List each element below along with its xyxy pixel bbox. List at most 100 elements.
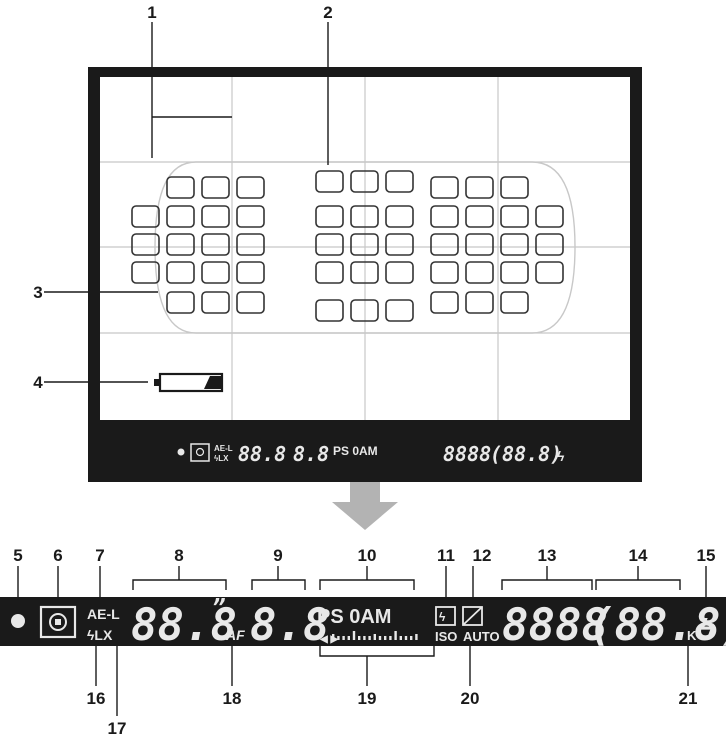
af-point bbox=[465, 205, 494, 228]
mini-flash-lock-label: ϟLX bbox=[214, 454, 229, 463]
af-point bbox=[385, 233, 414, 256]
callout-1: 1 bbox=[147, 3, 156, 22]
exposure-tick bbox=[358, 636, 361, 640]
callout-11: 11 bbox=[437, 546, 455, 565]
af-point bbox=[500, 261, 529, 284]
exposure-tick bbox=[410, 636, 413, 640]
detail-callout-lines bbox=[17, 566, 707, 716]
info-display-strip bbox=[0, 597, 726, 646]
af-indicator-label: AF bbox=[225, 627, 245, 643]
aperture-digits: 8.8 bbox=[250, 600, 329, 651]
callout-19: 19 bbox=[358, 689, 377, 708]
exposure-tick bbox=[394, 631, 397, 640]
callout-14: 14 bbox=[629, 546, 648, 565]
callout-13: 13 bbox=[538, 546, 557, 565]
af-point bbox=[350, 170, 379, 193]
af-point bbox=[385, 299, 414, 322]
iso-label: ISO bbox=[435, 629, 457, 644]
exposure-bar-ticks bbox=[332, 631, 418, 640]
exposure-tick bbox=[363, 636, 366, 640]
exposure-tick bbox=[373, 634, 376, 640]
af-point bbox=[350, 299, 379, 322]
viewfinder-info-strip: AE-L ϟLX 88.8 8.8 PS 0AM 8888 (88.8) ϟ bbox=[177, 442, 565, 466]
exposure-tick bbox=[368, 636, 371, 640]
af-point bbox=[430, 233, 459, 256]
exposure-mode-letters: PS 0AM bbox=[317, 606, 391, 628]
matrix-metering-icon bbox=[39, 605, 77, 639]
exposure-tick bbox=[378, 636, 382, 640]
exposure-tick bbox=[352, 631, 356, 640]
af-point bbox=[315, 299, 344, 322]
callout-12: 12 bbox=[473, 546, 492, 565]
af-point bbox=[201, 205, 230, 228]
callout-4: 4 bbox=[33, 373, 43, 392]
af-point bbox=[201, 261, 230, 284]
flash-comp-glyph: ϟ bbox=[439, 610, 446, 624]
exposure-tick bbox=[415, 634, 418, 640]
af-point bbox=[535, 233, 564, 256]
callout-17: 17 bbox=[108, 719, 127, 738]
af-point bbox=[166, 205, 195, 228]
af-point bbox=[201, 176, 230, 199]
af-point bbox=[350, 261, 379, 284]
down-arrow-icon bbox=[332, 482, 398, 530]
exposure-tick bbox=[337, 636, 340, 640]
af-point bbox=[465, 291, 494, 314]
af-point bbox=[315, 233, 344, 256]
af-point bbox=[315, 205, 344, 228]
af-point bbox=[236, 291, 265, 314]
shutter-seconds-mark: ” bbox=[212, 596, 225, 621]
callout-16: 16 bbox=[87, 689, 106, 708]
flash-value-lock-label: ϟLX bbox=[87, 627, 113, 643]
frames-remaining-digits: 8888 bbox=[502, 600, 608, 651]
af-point bbox=[385, 170, 414, 193]
viewfinder-callout-lines bbox=[44, 22, 329, 383]
af-point bbox=[131, 205, 160, 228]
af-point bbox=[385, 261, 414, 284]
callout-20: 20 bbox=[461, 689, 480, 708]
af-point bbox=[201, 233, 230, 256]
callout-3: 3 bbox=[33, 283, 42, 302]
shutter-speed-digits: 88.8 bbox=[131, 600, 237, 651]
af-point bbox=[315, 170, 344, 193]
af-point bbox=[350, 205, 379, 228]
mini-frame-digits: 8888 bbox=[443, 442, 491, 466]
af-point bbox=[430, 261, 459, 284]
af-point bbox=[166, 291, 195, 314]
exposure-tick bbox=[399, 636, 402, 640]
exposure-tick bbox=[384, 636, 387, 640]
af-point bbox=[465, 233, 494, 256]
af-point bbox=[465, 261, 494, 284]
mini-shutter-digits: 88.8 bbox=[238, 442, 286, 466]
callout-10: 10 bbox=[358, 546, 377, 565]
exposure-scale-arrows: ◀ ▶ bbox=[319, 634, 339, 645]
af-point bbox=[430, 291, 459, 314]
callout-8: 8 bbox=[174, 546, 183, 565]
callout-6: 6 bbox=[53, 546, 62, 565]
callout-5: 5 bbox=[13, 546, 22, 565]
af-point bbox=[500, 233, 529, 256]
mini-flash-icon: ϟ bbox=[557, 448, 565, 464]
exposure-tick bbox=[389, 636, 392, 640]
af-point bbox=[535, 261, 564, 284]
exposure-tick bbox=[404, 636, 408, 640]
flash-ready-icon: ϟ bbox=[700, 613, 715, 644]
mini-aperture-digits: 8.8 bbox=[293, 442, 329, 466]
flash-compensation-icon: ϟ bbox=[435, 606, 456, 626]
mini-ael-label: AE-L bbox=[214, 444, 233, 453]
af-point bbox=[350, 233, 379, 256]
af-point bbox=[236, 261, 265, 284]
af-point bbox=[315, 261, 344, 284]
af-point bbox=[236, 176, 265, 199]
af-point bbox=[166, 233, 195, 256]
af-point bbox=[430, 205, 459, 228]
exposure-tick bbox=[332, 634, 335, 640]
thousands-k-label: K bbox=[687, 628, 697, 643]
af-point-grid bbox=[131, 170, 564, 322]
callout-15: 15 bbox=[697, 546, 716, 565]
mini-mode-letters: PS 0AM bbox=[333, 444, 378, 458]
af-point bbox=[166, 261, 195, 284]
af-point bbox=[236, 205, 265, 228]
ae-lock-label: AE-L bbox=[87, 606, 120, 622]
